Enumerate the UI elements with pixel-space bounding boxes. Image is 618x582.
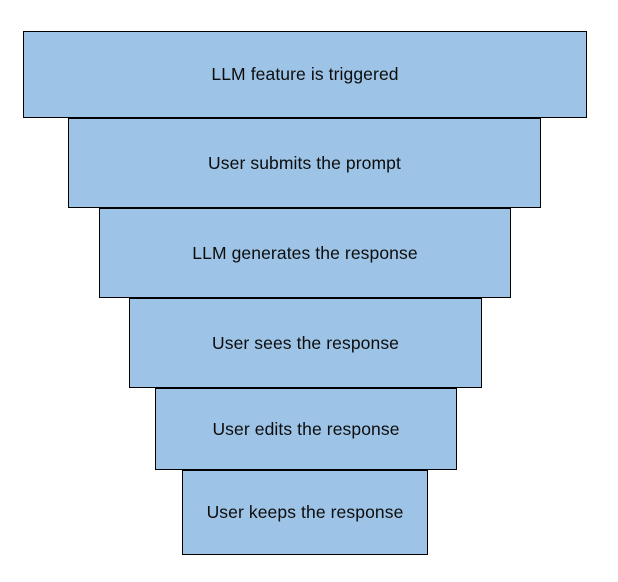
funnel-stage-2[interactable]: User submits the prompt (68, 118, 541, 208)
funnel-stage-6[interactable]: User keeps the response (182, 470, 428, 555)
funnel-stage-label: User edits the response (212, 418, 400, 439)
funnel-stage-3[interactable]: LLM generates the response (99, 208, 511, 298)
funnel-stage-1[interactable]: LLM feature is triggered (23, 31, 587, 118)
funnel-stage-label: LLM generates the response (192, 242, 418, 263)
funnel-stage-label: LLM feature is triggered (211, 64, 399, 84)
funnel-stage-4[interactable]: User sees the response (129, 298, 482, 388)
funnel-stage-label: User submits the prompt (208, 152, 401, 173)
funnel-stage-label: User keeps the response (206, 502, 404, 522)
funnel-stage-5[interactable]: User edits the response (155, 388, 457, 470)
funnel-stage-label: User sees the response (211, 332, 400, 353)
